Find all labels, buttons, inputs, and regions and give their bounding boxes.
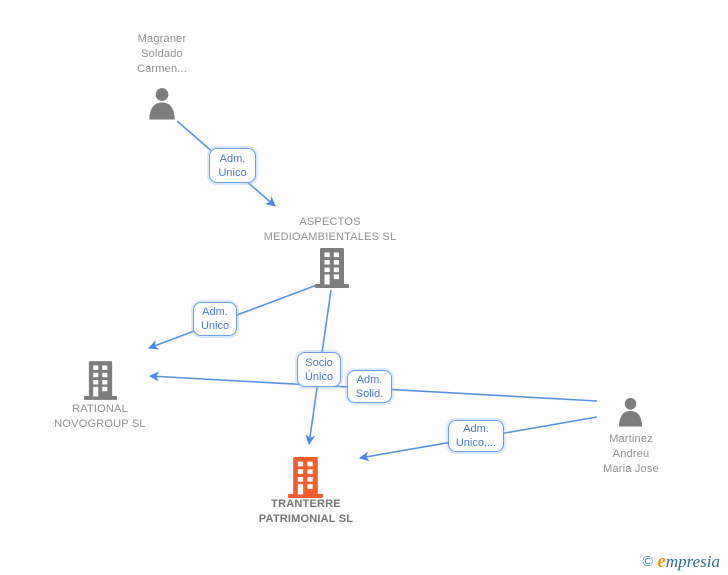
empresia-logo: ©empresia (642, 551, 720, 573)
relation-box-adm-solid[interactable]: Adm. Solid. (347, 370, 392, 403)
relation-box-adm-unico-1[interactable]: Adm. Unico (209, 148, 256, 183)
relation-box-adm-unico-multi[interactable]: Adm. Unico,... (448, 420, 504, 452)
node-label-martinez[interactable]: Martinez Andreu Maria Jose (603, 433, 659, 475)
building-icon[interactable] (84, 361, 117, 400)
copyright-icon: © (642, 554, 654, 570)
building-icon-highlighted[interactable] (288, 457, 323, 498)
building-icon[interactable] (315, 248, 349, 288)
node-label-magraner[interactable]: Magraner Soldado Carmen... (136, 33, 188, 75)
relation-box-socio-unico[interactable]: Socio Único (297, 352, 341, 387)
node-label-rational[interactable]: RATIONAL NOVOGROUP SL (54, 403, 146, 430)
person-icon[interactable] (145, 87, 179, 120)
node-label-aspectos[interactable]: ASPECTOS MEDIOAMBIENTALES SL (263, 216, 397, 243)
brand-initial: e (657, 551, 666, 572)
node-label-tranterre[interactable]: TRANTERRE PATRIMONIAL SL (258, 498, 354, 525)
relation-box-adm-unico-2[interactable]: Adm. Unico (193, 302, 237, 336)
person-icon[interactable] (615, 397, 646, 427)
brand-name: mpresia (665, 552, 720, 571)
